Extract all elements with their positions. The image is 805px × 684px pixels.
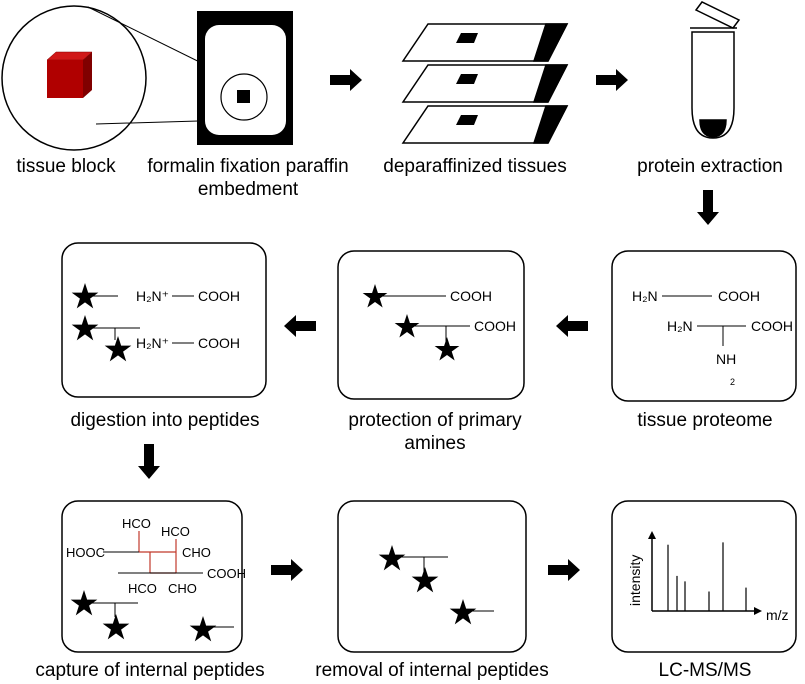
cube-side — [83, 52, 92, 98]
label-ffpe: formalin fixation paraffin embedment — [147, 156, 349, 200]
label-tissue-block: tissue block — [16, 156, 116, 177]
arrow-left-1 — [556, 315, 588, 337]
arrow-down-2 — [138, 444, 160, 479]
chem-cooh-3: COOH — [450, 288, 492, 304]
arrow-right-2 — [596, 69, 628, 91]
chem-nh-subscript: 2 — [730, 377, 735, 387]
label-deparaffinized: deparaffinized tissues — [383, 156, 567, 177]
chem-cooh-4: COOH — [474, 318, 516, 334]
label-protection: protection of primary amines — [348, 410, 522, 454]
spectrum-y-arrowhead — [648, 531, 656, 539]
chem-hco-2: HCO — [161, 524, 190, 539]
chem-cho-2: CHO — [168, 581, 197, 596]
chem-hco-3: HCO — [128, 581, 157, 596]
chem-h2n-2: H₂N — [667, 318, 693, 334]
label-lcms: LC-MS/MS — [658, 660, 752, 681]
capture-box — [61, 500, 243, 653]
arrow-right-4 — [548, 559, 580, 581]
arrow-right-1 — [330, 69, 362, 91]
arrow-left-2 — [284, 315, 316, 337]
ffpe-cassette-illustration — [197, 11, 293, 145]
chem-cho-1: CHO — [182, 545, 211, 560]
deparaffinized-slides-illustration — [401, 23, 569, 144]
removal-box — [337, 500, 527, 653]
chem-hco-1: HCO — [122, 516, 151, 531]
chem-h2n-plus-1: H₂N⁺ — [136, 288, 169, 304]
chem-nh: NH — [716, 351, 736, 367]
spectrum-x-label: m/z — [766, 607, 789, 623]
chem-hooc: HOOC — [66, 545, 105, 560]
label-removal: removal of internal peptides — [315, 660, 549, 681]
chem-cooh-1: COOH — [718, 288, 760, 304]
protection-box — [337, 250, 525, 400]
spectrum-y-label: intensity — [627, 555, 643, 606]
mass-spectrum — [648, 531, 762, 615]
chem-h2n-1: H₂N — [632, 288, 658, 304]
arrow-right-3 — [271, 559, 303, 581]
label-protein-extraction: protein extraction — [637, 156, 783, 177]
lcms-box — [611, 500, 797, 653]
cube-front — [47, 60, 83, 98]
chem-cooh-5: COOH — [198, 288, 240, 304]
chem-cooh-7: COOH — [207, 566, 246, 581]
label-tissue-proteome: tissue proteome — [637, 410, 773, 431]
extraction-tube-illustration — [690, 1, 741, 139]
digestion-box — [61, 242, 267, 398]
chem-cooh-2: COOH — [751, 318, 793, 334]
arrow-down-1 — [697, 190, 719, 225]
label-digestion: digestion into peptides — [70, 410, 260, 431]
chem-h2n-plus-2: H₂N⁺ — [136, 335, 169, 351]
chem-cooh-6: COOH — [198, 335, 240, 351]
tissue-block-illustration — [1, 5, 147, 151]
label-capture: capture of internal peptides — [35, 660, 265, 681]
spectrum-x-arrowhead — [754, 607, 762, 615]
